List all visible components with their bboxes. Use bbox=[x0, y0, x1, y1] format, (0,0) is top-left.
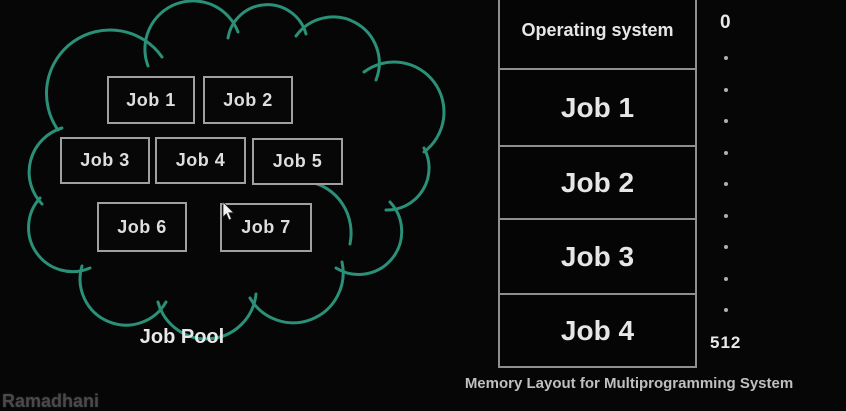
memory-address-start: 0 bbox=[720, 12, 731, 33]
memory-address-end: 512 bbox=[710, 333, 742, 352]
memory-caption: Memory Layout for Multiprogramming Syste… bbox=[464, 375, 794, 392]
job-box-4: Job 4 bbox=[155, 137, 246, 184]
job-box-5: Job 5 bbox=[252, 138, 343, 185]
job-box-7: Job 7 bbox=[220, 203, 312, 252]
job-box-6: Job 6 bbox=[97, 202, 187, 252]
memory-row-job-4: Job 4 bbox=[500, 293, 695, 366]
memory-row-operating-system: Operating system bbox=[521, 19, 674, 40]
job-box-1: Job 1 bbox=[107, 76, 195, 124]
memory-row-job-2: Job 2 bbox=[500, 145, 695, 218]
watermark: Ramadhani bbox=[2, 391, 100, 411]
job-pool-cloud-icon bbox=[27, 0, 446, 341]
memory-diagram: Operating system Job 1 Job 2 Job 3 Job 4 bbox=[498, 0, 697, 368]
memory-row-job-3: Job 3 bbox=[500, 218, 695, 293]
job-box-2: Job 2 bbox=[203, 76, 293, 124]
memory-address-dots bbox=[724, 56, 728, 312]
memory-row-job-1: Job 1 bbox=[500, 68, 695, 145]
job-pool-label: Job Pool bbox=[139, 326, 225, 348]
job-box-3: Job 3 bbox=[60, 137, 150, 184]
mouse-cursor-icon bbox=[222, 202, 235, 221]
